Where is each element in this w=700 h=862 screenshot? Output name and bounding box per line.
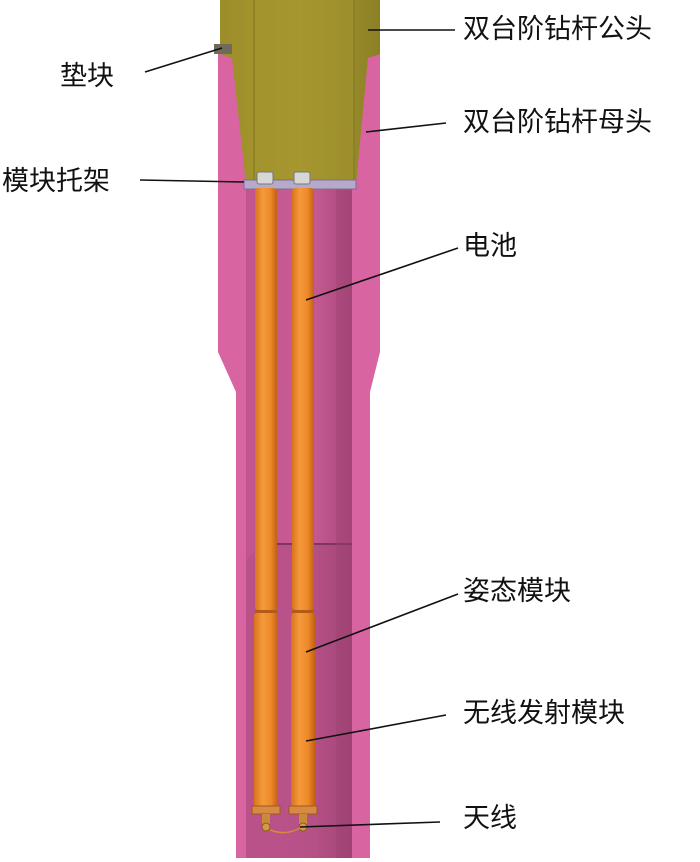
leader-pad: [144, 47, 223, 73]
label-pin: 双台阶钻杆公头: [463, 14, 652, 45]
label-box: 双台阶钻杆母头: [463, 107, 652, 138]
antenna-wire: [269, 827, 301, 834]
label-wireless: 无线发射模块: [463, 698, 625, 729]
battery-left: [251, 171, 281, 832]
leader-wireless: [305, 714, 447, 742]
label-battery: 电池: [463, 231, 517, 262]
leader-bracket: [139, 179, 245, 183]
leader-antenna: [299, 821, 441, 828]
label-pad: 垫块: [60, 61, 114, 92]
label-antenna: 天线: [463, 803, 517, 834]
leader-lines: [139, 29, 459, 828]
leader-battery: [305, 247, 459, 301]
leader-attitude: [305, 593, 459, 653]
pad-block: [214, 44, 232, 54]
label-attitude: 姿态模块: [463, 576, 571, 607]
battery-right: [288, 171, 318, 832]
leader-box: [365, 122, 447, 133]
label-bracket: 模块托架: [2, 166, 110, 197]
